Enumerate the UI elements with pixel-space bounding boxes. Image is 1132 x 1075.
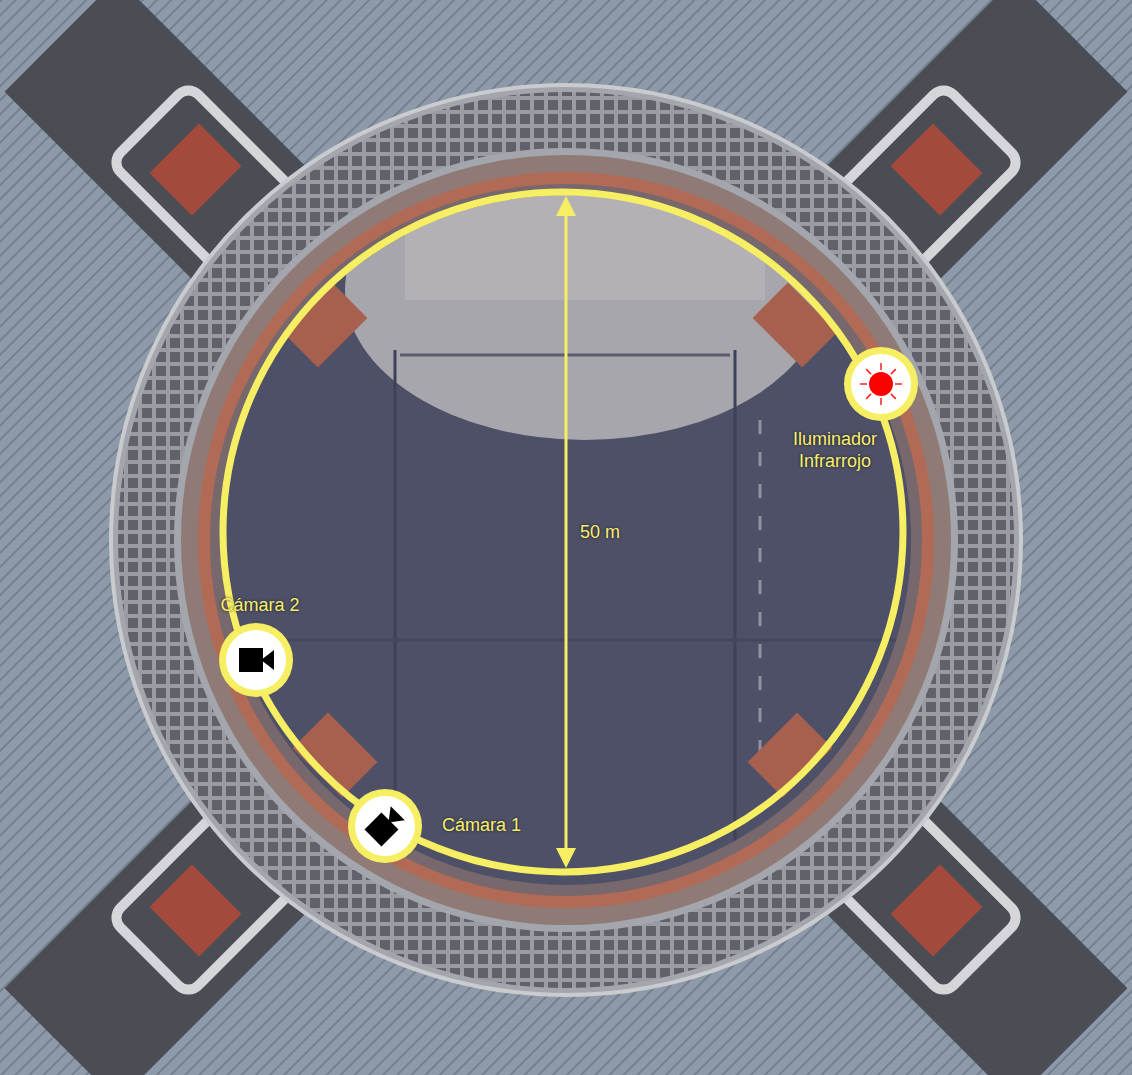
diameter-dimension bbox=[556, 196, 576, 868]
illuminator-marker: Iluminador Infrarrojo bbox=[844, 347, 918, 421]
marker-label: Cámara 1 bbox=[442, 815, 521, 837]
bullring-stands bbox=[111, 85, 1021, 995]
marker-symbol bbox=[219, 623, 293, 697]
dimension-label: 50 m bbox=[580, 522, 620, 544]
marker-label: Iluminador Infrarrojo bbox=[779, 429, 891, 472]
camera-marker: Cámara 1 bbox=[348, 789, 422, 863]
marker-label: Cámara 2 bbox=[220, 595, 299, 617]
camera-marker: Cámara 2 bbox=[219, 623, 293, 697]
marker-symbol bbox=[348, 789, 422, 863]
corner-bastions bbox=[283, 283, 838, 798]
marker-symbol bbox=[844, 347, 918, 421]
entrance-wings bbox=[5, 0, 1128, 1075]
coverage-circle bbox=[223, 192, 903, 872]
arena-floor bbox=[220, 140, 911, 885]
